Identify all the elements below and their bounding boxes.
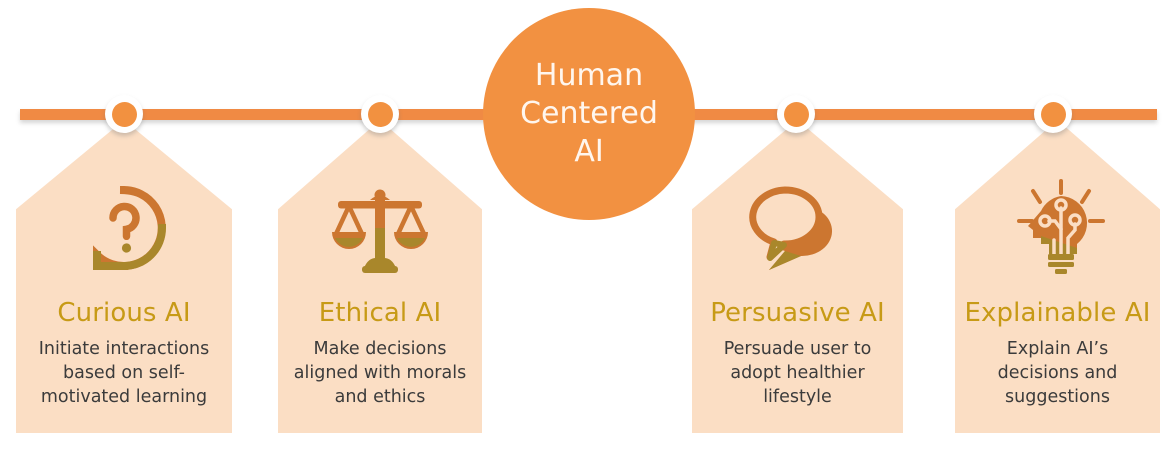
card-title: Curious AI — [57, 298, 191, 328]
question-bubble-icon — [16, 182, 232, 276]
card-description: Make decisions aligned with morals and e… — [293, 339, 467, 407]
card-explainable-ai[interactable]: Explainable AI Explain AI’s decisions an… — [955, 120, 1160, 433]
timeline-node-1[interactable] — [105, 95, 143, 133]
timeline-node-4[interactable] — [1034, 95, 1072, 133]
hub-label: Human Centered AI — [520, 58, 658, 169]
balance-scale-icon — [278, 182, 482, 276]
card-title: Explainable AI — [964, 298, 1151, 328]
timeline-node-3[interactable] — [777, 95, 815, 133]
card-description: Explain AI’s decisions and suggestions — [997, 339, 1118, 407]
speech-bubbles-icon — [692, 182, 903, 276]
head-lightbulb-icon — [955, 178, 1160, 278]
card-title: Persuasive AI — [710, 298, 885, 328]
card-persuasive-ai[interactable]: Persuasive AI Persuade user to adopt hea… — [692, 120, 903, 433]
card-title: Ethical AI — [318, 298, 442, 328]
card-description: Persuade user to adopt healthier lifesty… — [723, 339, 872, 407]
card-description: Initiate interactions based on self-moti… — [38, 339, 210, 407]
hub-circle[interactable]: Human Centered AI — [483, 8, 695, 220]
timeline-node-2[interactable] — [361, 95, 399, 133]
card-curious-ai[interactable]: Curious AI Initiate interactions based o… — [16, 120, 232, 433]
card-ethical-ai[interactable]: Ethical AI Make decisions aligned with m… — [278, 120, 482, 433]
